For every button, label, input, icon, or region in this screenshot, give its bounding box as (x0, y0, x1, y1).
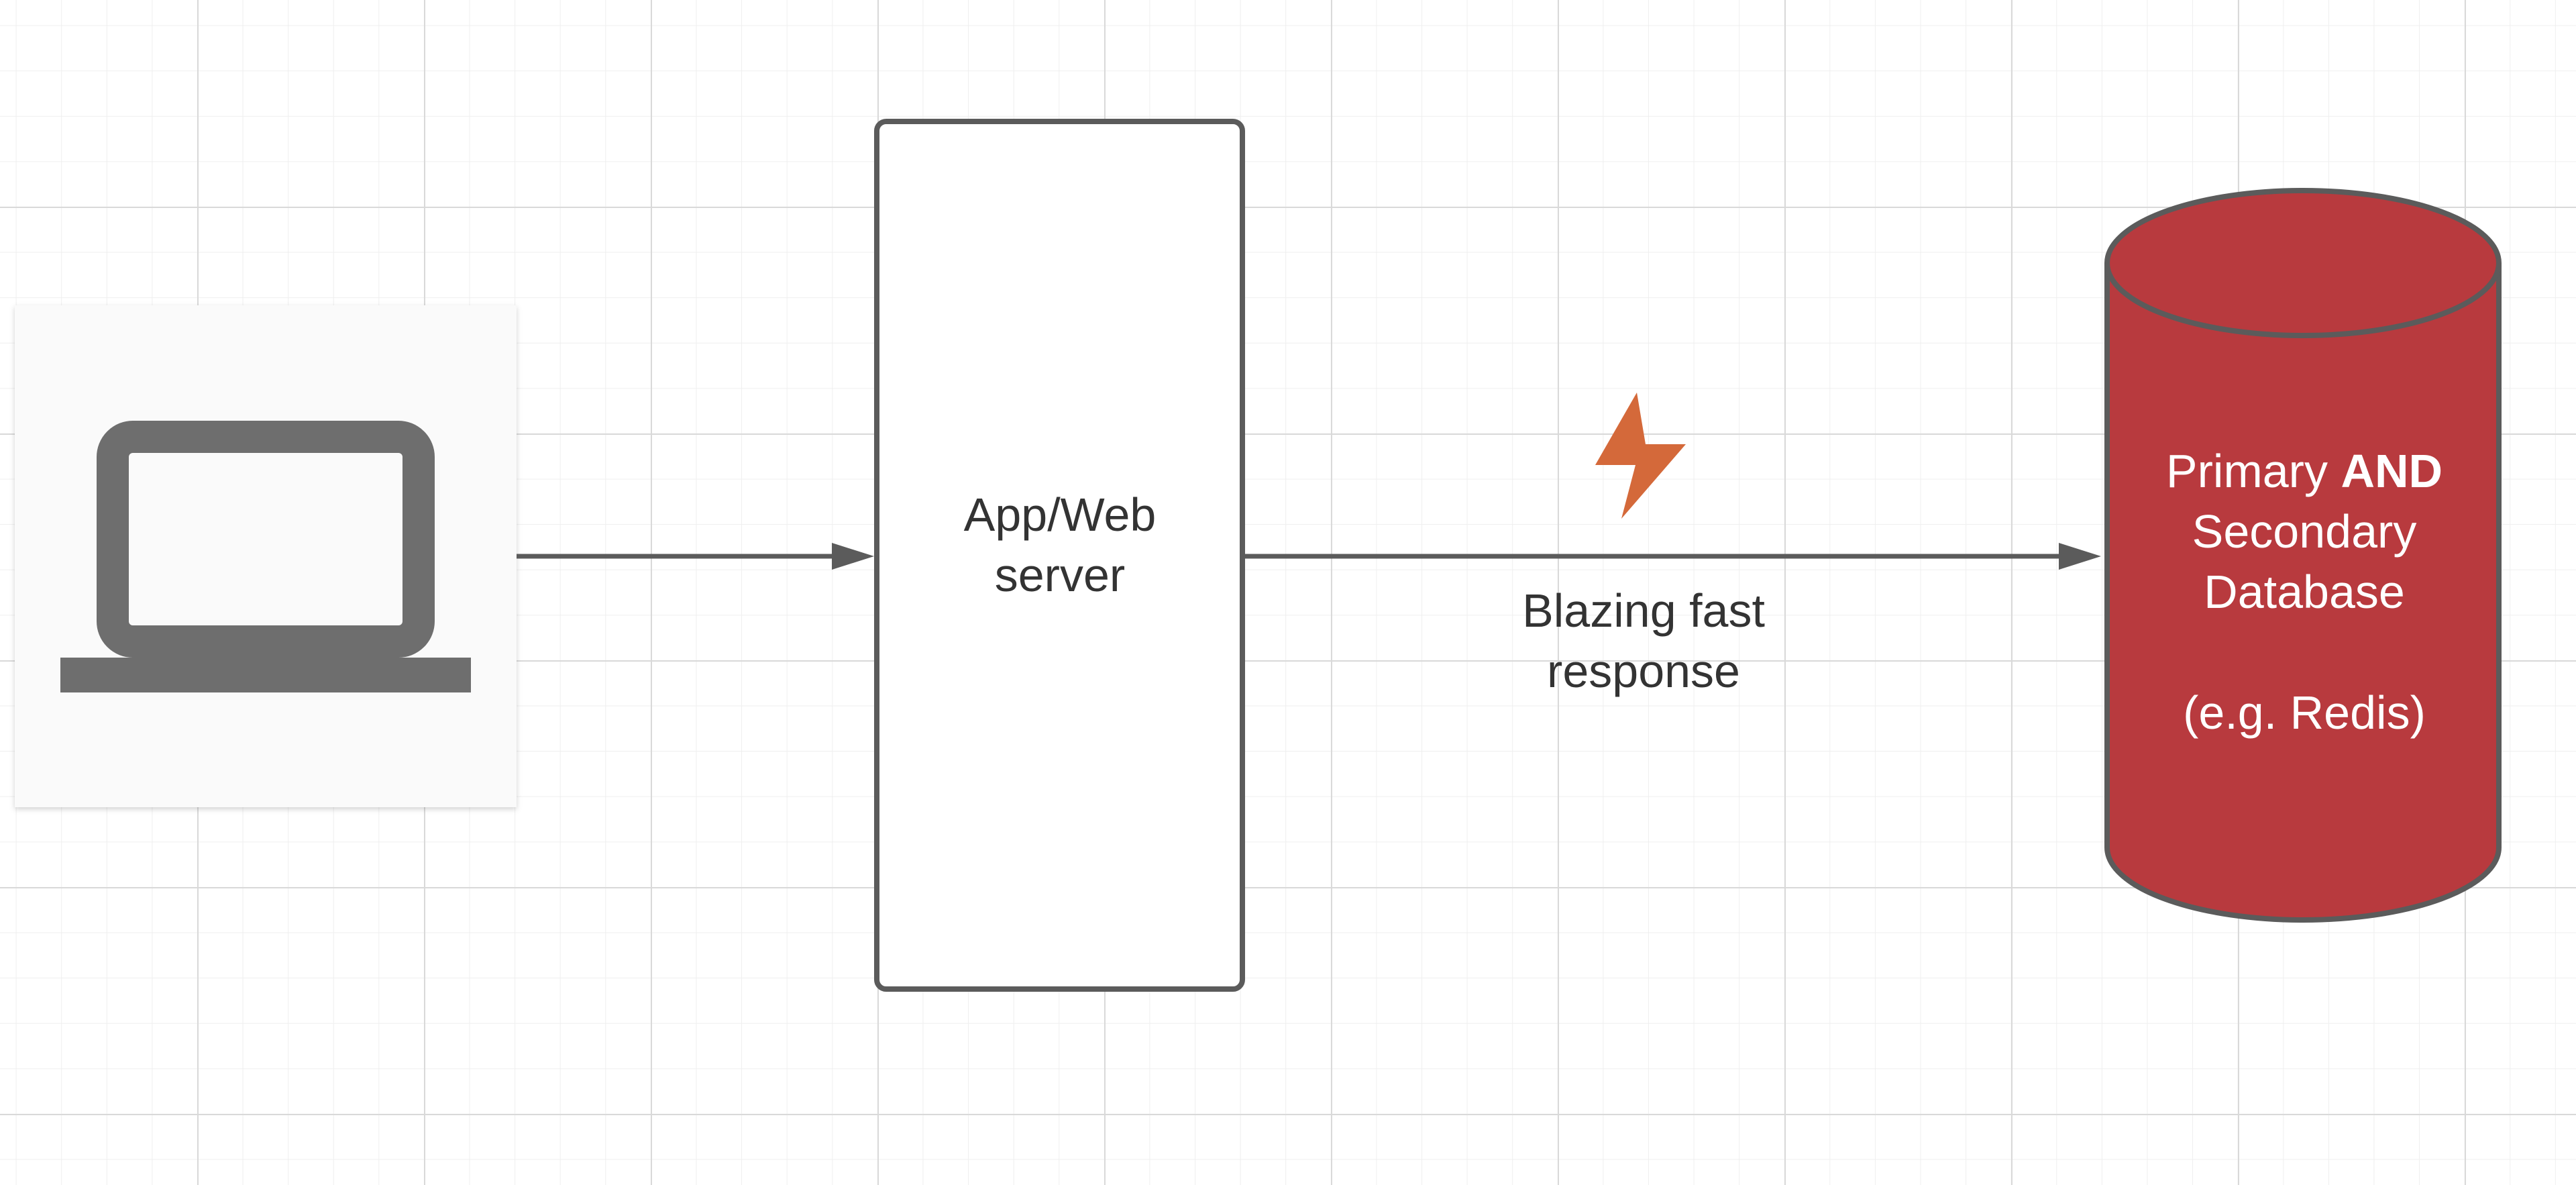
database-label: Primary AND Secondary Database (e.g. Red… (2106, 441, 2502, 743)
database-label-bold: AND (2341, 445, 2443, 497)
server-label-line: App/Web (963, 488, 1157, 541)
laptop-icon (60, 421, 471, 692)
database-label-prefix: Primary (2165, 445, 2341, 497)
edge-label-line: Blazing fast (1522, 584, 1765, 637)
lightning-bolt-icon (1595, 393, 1686, 519)
client-node[interactable] (15, 305, 517, 807)
database-label-line: Secondary (2192, 505, 2417, 558)
server-label-line: server (994, 549, 1126, 601)
edge-server-to-database[interactable] (1242, 543, 2101, 570)
server-label: App/Web server (879, 484, 1241, 605)
database-label-spacer (2106, 622, 2502, 682)
arrowhead-icon (832, 543, 874, 570)
database-node[interactable] (2104, 188, 2502, 923)
edge-label-line: response (1547, 645, 1740, 697)
database-label-line: Primary AND (2106, 441, 2502, 501)
edge-label: Blazing fast response (1442, 580, 1845, 701)
database-label-line: Database (2204, 566, 2405, 618)
edge-client-to-server[interactable] (517, 543, 874, 570)
database-label-line: (e.g. Redis) (2183, 686, 2426, 739)
arrowhead-icon (2059, 543, 2101, 570)
